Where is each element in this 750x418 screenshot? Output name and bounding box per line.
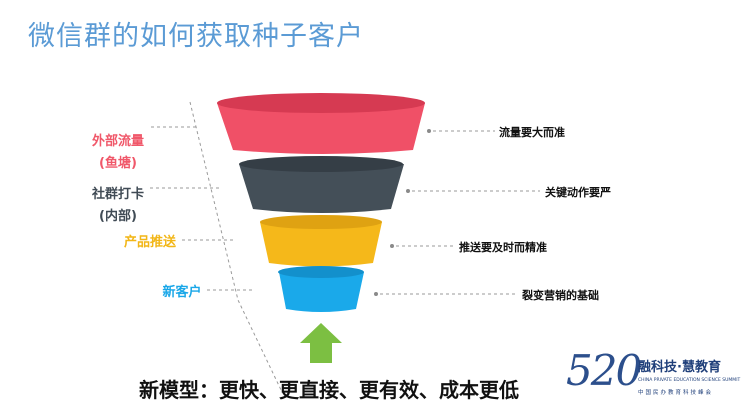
left-label-2-line1: 社群打卡	[91, 187, 144, 202]
right-label-3: 推送要及时而精准	[459, 241, 547, 254]
logo-number: 520	[566, 346, 642, 395]
funnel-stage-4	[278, 266, 364, 312]
logo-name: 融科技·慧教育	[638, 360, 721, 375]
funnel-stage-2-top	[239, 156, 403, 172]
page-title: 微信群的如何获取种子客户	[28, 21, 364, 52]
funnel-stage-2-body	[239, 164, 404, 213]
left-label-4: 新客户	[142, 282, 222, 304]
up-arrow-icon	[300, 323, 342, 363]
left-label-4-line1: 新客户	[162, 285, 202, 300]
logo-english: CHINA PRIVATE EDUCATION SCIENCE SUMMIT	[638, 378, 741, 383]
right-connector-3	[390, 244, 455, 248]
funnel-stage-4-body	[279, 272, 364, 312]
summit-logo: 520 融科技·慧教育 CHINA PRIVATE EDUCATION SCIE…	[566, 346, 744, 406]
funnel-stage-2	[239, 156, 404, 213]
funnel-stage-3	[260, 215, 382, 267]
funnel-stage-3-top	[260, 215, 382, 229]
right-connector-1	[427, 129, 495, 133]
left-label-2: 社群打卡 (内部)	[78, 184, 158, 228]
funnel-stage-1-top	[217, 93, 425, 113]
right-connector-4	[374, 292, 518, 296]
left-label-2-line2: (内部)	[99, 209, 137, 224]
left-label-3-line1: 产品推送	[123, 235, 176, 250]
left-label-3: 产品推送	[110, 232, 190, 254]
right-connector-2	[406, 189, 540, 193]
logo-chinese: 中国民办教育科技峰会	[638, 390, 714, 396]
funnel-stage-3-body	[260, 222, 382, 267]
left-guide-line	[189, 101, 283, 393]
funnel-stage-1-body	[217, 103, 425, 154]
right-label-4: 裂变营销的基础	[522, 289, 599, 302]
bottom-tagline: 新模型：更快、更直接、更有效、成本更低	[139, 378, 519, 402]
right-label-1: 流量要大而准	[499, 126, 565, 139]
left-label-1: 外部流量 (鱼塘)	[78, 131, 158, 175]
left-label-1-line2: (鱼塘)	[99, 156, 137, 171]
right-label-2: 关键动作要严	[545, 186, 611, 199]
left-label-1-line1: 外部流量	[91, 134, 144, 149]
funnel-stage-4-top	[278, 266, 364, 278]
funnel-stage-1	[217, 93, 425, 154]
